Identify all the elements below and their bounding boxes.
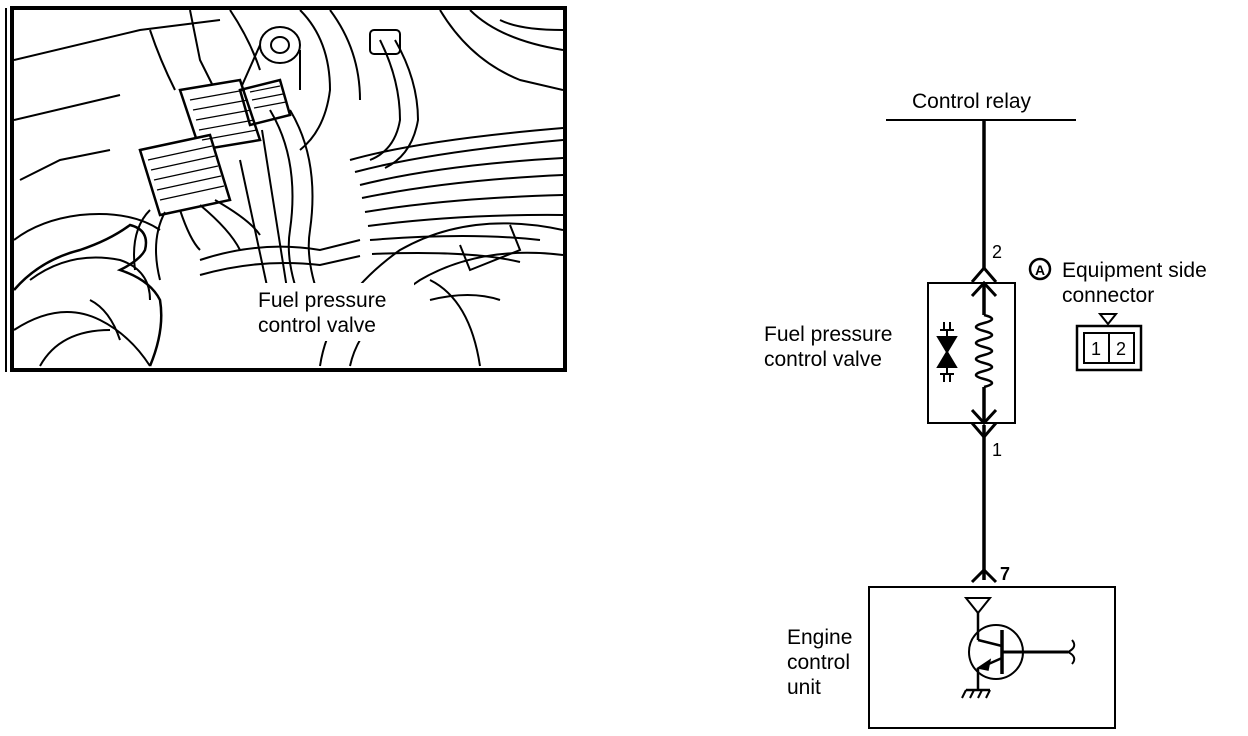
valve-symbol-icon bbox=[936, 322, 958, 382]
fuel-pressure-control-valve-box bbox=[927, 282, 1016, 424]
ecu-label-line3: unit bbox=[787, 676, 821, 699]
ecu-label-line1: Engine bbox=[787, 626, 852, 649]
connector-pin-1: 1 bbox=[1091, 339, 1101, 359]
connector-label-line2: connector bbox=[1062, 284, 1154, 307]
illustration-callout-line1: Fuel pressure bbox=[258, 289, 386, 312]
connector-label-line1: Equipment side bbox=[1062, 259, 1207, 282]
illustration-callout-line2: control valve bbox=[258, 314, 376, 337]
connector-marker-a: A bbox=[1028, 257, 1052, 281]
transistor-icon bbox=[961, 597, 1076, 699]
wiring-schematic: Control relay 2 Fuel pressure contro bbox=[764, 90, 1207, 729]
solenoid-coil-icon bbox=[974, 313, 994, 389]
valve-label-line1: Fuel pressure bbox=[764, 323, 892, 346]
connector-pin-2: 2 bbox=[1116, 339, 1126, 359]
connector-marker-letter: A bbox=[1035, 262, 1045, 278]
connector-diagram: 1 2 bbox=[1075, 313, 1143, 372]
pin-2-connector-mark bbox=[970, 265, 998, 283]
ecu-label-line2: control bbox=[787, 651, 850, 674]
valve-label-line2: control valve bbox=[764, 348, 882, 371]
pin-7-connector-mark bbox=[970, 567, 998, 584]
control-relay-label: Control relay bbox=[912, 90, 1032, 113]
pin-2-label: 2 bbox=[992, 242, 1002, 262]
pin-1-label: 1 bbox=[992, 440, 1002, 460]
engine-illustration: Fuel pressure control valve bbox=[5, 6, 567, 372]
ecu-pin-7-label: 7 bbox=[1000, 564, 1010, 584]
engine-control-unit-box bbox=[868, 586, 1116, 729]
